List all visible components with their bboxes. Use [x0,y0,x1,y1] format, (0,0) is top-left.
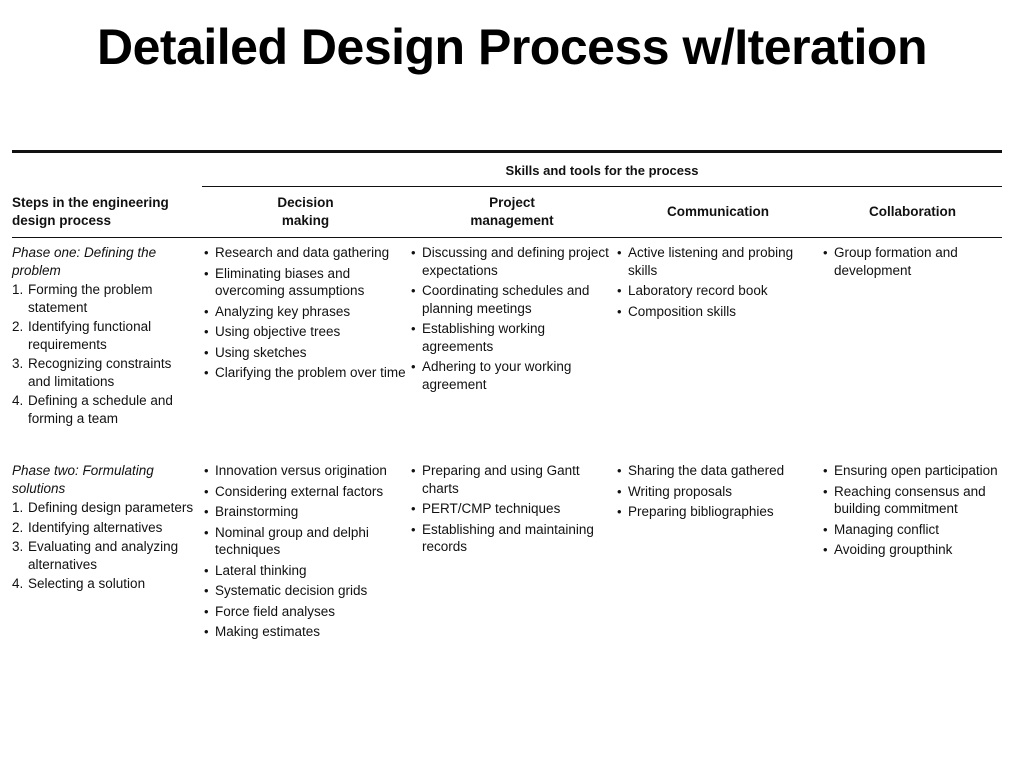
step-text: Defining a schedule and forming a team [28,393,173,426]
communication-cell: Sharing the data gatheredWriting proposa… [613,462,819,524]
phases-container: Phase one: Defining the problem 1. Forming… [12,238,1002,644]
step-text: Identifying functional requirements [28,319,152,352]
bullet-item: Nominal group and delphi techniques [204,524,407,559]
step-number: 1. [12,282,24,297]
step-item: 1. Forming the problem statement [12,281,196,316]
communication-list: Active listening and probing skillsLabor… [617,244,819,320]
phase-steps-cell: Phase two: Formulating solutions 1. Defini… [12,462,202,595]
bullet-item: Innovation versus origination [204,462,407,480]
step-text: Defining design parameters [28,500,194,515]
bullet-item: Eliminating biases and overcoming assump… [204,265,407,300]
bullet-item: Using sketches [204,344,407,362]
bullet-item: Lateral thinking [204,562,407,580]
bullet-item: Sharing the data gathered [617,462,819,480]
bullet-item: Discussing and defining project expectat… [411,244,613,279]
step-item: 4. Defining a schedule and forming a team [12,392,196,427]
step-number: 2. [12,319,24,334]
bullet-item: Clarifying the problem over time [204,364,407,382]
step-number: 1. [12,500,24,515]
phase-steps-cell: Phase one: Defining the problem 1. Forming… [12,244,202,429]
step-text: Forming the problem statement [28,282,153,315]
communication-cell: Active listening and probing skillsLabor… [613,244,819,323]
bullet-item: Composition skills [617,303,819,321]
phase-title: Phase two: Formulating solutions [12,463,154,496]
skills-header: Skills and tools for the process [202,153,1002,187]
bullet-item: Force field analyses [204,603,407,621]
phase-title: Phase one: Defining the problem [12,245,157,278]
bullet-item: Preparing bibliographies [617,503,819,521]
decision-cell: Research and data gatheringEliminating b… [202,244,407,385]
bullet-item: Adhering to your working agreement [411,358,613,393]
phase-row: Phase one: Defining the problem 1. Forming… [12,238,1002,462]
step-number: 2. [12,519,24,535]
step-item: 1. Defining design parameters [12,499,196,517]
page-title: Detailed Design Process w/Iteration [97,19,928,75]
steps-list: 1. Defining design parameters 2.Identifyin… [12,499,196,593]
header-collaboration: Collaboration [869,204,956,219]
step-number: 4. [12,576,24,591]
bullet-item: Preparing and using Gantt charts [411,462,613,497]
project-cell: Discussing and defining project expectat… [407,244,613,396]
steps-list: 1. Forming the problem statement 2. Identif… [12,281,196,427]
bullet-item: Active listening and probing skills [617,244,819,279]
bullet-item: Analyzing key phrases [204,303,407,321]
bullet-item: Research and data gathering [204,244,407,262]
table-top-rule [12,150,1002,153]
bullet-item: Managing conflict [823,521,1002,539]
header-communication: Communication [666,204,769,219]
bullet-item: Writing proposals [617,483,819,501]
bullet-item: Establishing and maintaining records [411,521,613,556]
step-number: 4. [12,393,24,408]
decision-list: Research and data gatheringEliminating b… [204,244,407,382]
project-cell: Preparing and using Gantt chartsPERT/CMP… [407,462,613,559]
bullet-item: Coordinating schedules and planning meet… [411,282,613,317]
bullet-item: PERT/CMP techniques [411,500,613,518]
collaboration-cell: Group formation and development [819,244,1002,282]
bullet-item: Ensuring open participation [823,462,1002,480]
bullet-item: Using objective trees [204,323,407,341]
collaboration-cell: Ensuring open participationReaching cons… [819,462,1002,562]
decision-cell: Innovation versus originationConsidering… [202,462,407,644]
project-list: Preparing and using Gantt chartsPERT/CMP… [411,462,613,556]
project-list: Discussing and defining project expectat… [411,244,613,393]
collaboration-list: Ensuring open participationReaching cons… [823,462,1002,559]
bullet-item: Avoiding groupthink [823,541,1002,559]
bullet-item: Considering external factors [204,483,407,501]
bullet-item: Group formation and development [823,244,1002,279]
step-item: 3. Recognizing constraints and limitation… [12,355,196,390]
header-steps: Steps in the engineering design process [12,195,169,228]
bullet-item: Laboratory record book [617,282,819,300]
bullet-item: Reaching consensus and building commitme… [823,483,1002,518]
bullet-item: Systematic decision grids [204,582,407,600]
header-project-label: Project management [470,195,554,228]
step-item: 2.Identifying alternatives [12,519,196,537]
bullet-item: Brainstorming [204,503,407,521]
step-item: 2. Identifying functional requirements [12,318,196,353]
header-project-management: Project management [407,194,613,230]
header-decision-making: Decision making [202,194,407,230]
phase-row: Phase two: Formulating solutions 1. Defini… [12,462,1002,644]
step-text: Evaluating and analyzing alternatives [28,539,179,572]
column-header-row: Steps in the engineering design process … [12,187,1002,238]
step-number: 3. [12,356,24,371]
collaboration-list: Group formation and development [823,244,1002,279]
step-item: 3. Evaluating and analyzing alternatives [12,538,196,573]
step-item: 4. Selecting a solution [12,575,196,593]
decision-list: Innovation versus originationConsidering… [204,462,407,641]
header-decision-label: Decision making [277,195,334,228]
bullet-item: Making estimates [204,623,407,641]
communication-list: Sharing the data gatheredWriting proposa… [617,462,819,521]
step-number: 3. [12,539,24,554]
design-process-table: Skills and tools for the process Steps i… [12,150,1002,644]
step-text: Identifying alternatives [28,519,163,535]
bullet-item: Establishing working agreements [411,320,613,355]
step-text: Selecting a solution [28,576,146,591]
step-text: Recognizing constraints and limitations [28,356,172,389]
